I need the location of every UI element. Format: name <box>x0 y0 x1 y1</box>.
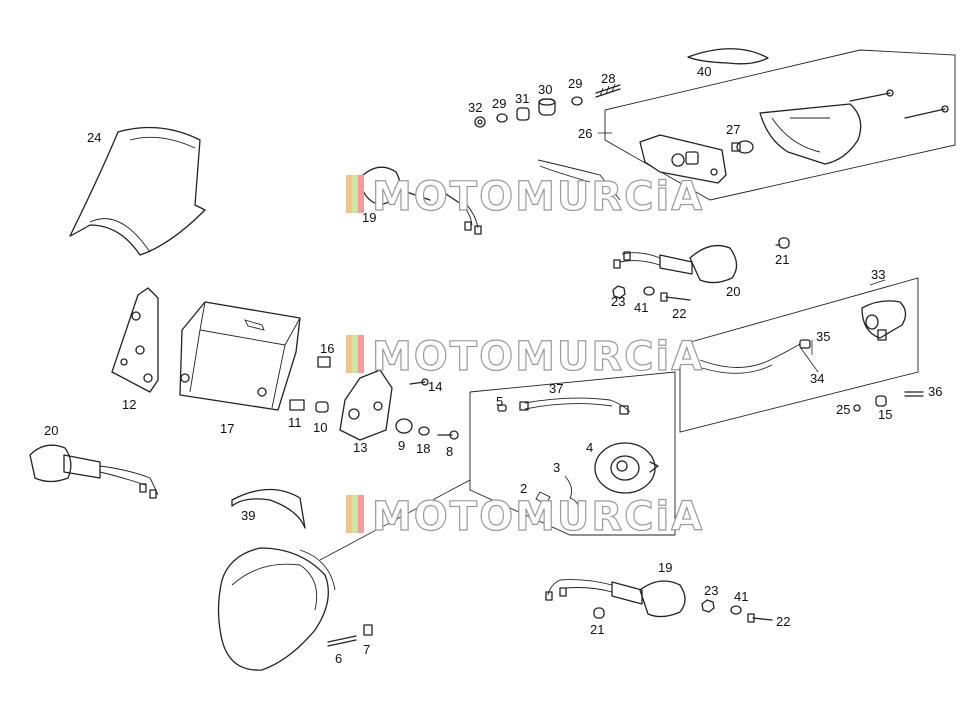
callout-32: 32 <box>468 100 482 115</box>
part-13-headlight-bracket <box>339 369 393 441</box>
callout-20: 20 <box>726 284 740 299</box>
callout-31: 31 <box>515 91 529 106</box>
callout-12: 12 <box>122 397 136 412</box>
callout-16: 16 <box>320 341 334 356</box>
headlight-housing <box>217 547 336 671</box>
callout-11: 11 <box>288 415 302 430</box>
callout-21: 21 <box>775 252 789 267</box>
part-39-trim-ring <box>231 488 306 529</box>
headlight-subassembly-frame <box>319 371 676 561</box>
callout-22: 22 <box>776 614 790 629</box>
callout-25: 25 <box>836 402 850 417</box>
callout-39: 39 <box>241 508 255 523</box>
callout-30: 30 <box>538 82 552 97</box>
callout-14: 14 <box>428 379 442 394</box>
part-20-indicator-right <box>613 244 738 284</box>
callout-24: 24 <box>87 130 101 145</box>
part-37-cable <box>497 397 631 415</box>
watermark-upper: MOTOMURCiA <box>346 173 704 221</box>
callout-29: 29 <box>568 76 582 91</box>
part-34-35-wire <box>699 339 819 374</box>
part-21-bulb-upper <box>775 237 790 249</box>
callout-10: 10 <box>313 420 327 435</box>
callout-7: 7 <box>363 642 370 657</box>
callout-20: 20 <box>44 423 58 438</box>
part-40-lens-cover <box>687 48 769 65</box>
part-4-reflector <box>594 442 659 494</box>
watermark-text: MOTOMURCiA <box>372 334 704 380</box>
watermark-text: MOTOMURCiA <box>372 174 704 220</box>
callout-2: 2 <box>520 481 527 496</box>
hardware-lower <box>593 599 773 623</box>
callout-26: 26 <box>578 126 592 141</box>
part-27-bulb <box>731 140 754 154</box>
hardware-23-41-22-upper <box>612 285 691 302</box>
callout-4: 4 <box>586 440 593 455</box>
callout-40: 40 <box>697 64 711 79</box>
callout-17: 17 <box>220 421 234 436</box>
callout-37: 37 <box>549 381 563 396</box>
callout-41: 41 <box>734 589 748 604</box>
tail-light-assembly-frame <box>598 49 956 201</box>
callout-5: 5 <box>496 394 503 409</box>
part-12-bracket <box>111 287 159 393</box>
callout-29: 29 <box>492 96 506 111</box>
callout-28: 28 <box>601 71 615 86</box>
callout-labels: 40 28 30 29 29 31 32 26 27 24 19 21 20 2… <box>44 64 942 666</box>
leader-lines <box>811 279 886 355</box>
hardware-32-28 <box>474 83 621 128</box>
hardware-25-15-36 <box>853 391 924 412</box>
callout-21: 21 <box>590 622 604 637</box>
callout-23: 23 <box>704 583 718 598</box>
part-20-indicator-left <box>29 444 159 499</box>
callout-35: 35 <box>816 329 830 344</box>
hardware-16-14-11-10 <box>289 356 429 413</box>
part-19-indicator-lower <box>545 579 686 618</box>
part-17-instrument-box <box>179 301 301 411</box>
part-24-windscreen <box>69 126 206 256</box>
callout-33: 33 <box>871 267 885 282</box>
tail-light-wiring <box>537 159 621 201</box>
tail-light-lens <box>759 89 949 165</box>
parts-6-7-spring-clip <box>327 624 373 647</box>
callout-34: 34 <box>810 371 824 386</box>
callout-6: 6 <box>335 651 342 666</box>
callout-41: 41 <box>634 300 648 315</box>
hardware-9-18-8 <box>395 418 459 440</box>
license-light-frame <box>679 277 919 433</box>
callout-9: 9 <box>398 438 405 453</box>
part-26-tail-light-base <box>639 134 727 184</box>
parts-3-2-spring-clip <box>535 475 579 511</box>
callout-13: 13 <box>353 440 367 455</box>
callout-18: 18 <box>416 441 430 456</box>
callout-22: 22 <box>672 306 686 321</box>
callout-8: 8 <box>446 444 453 459</box>
callout-36: 36 <box>928 384 942 399</box>
callout-19: 19 <box>362 210 376 225</box>
callout-19: 19 <box>658 560 672 575</box>
watermark-lower: MOTOMURCiA <box>346 493 704 541</box>
watermark-middle: MOTOMURCiA <box>346 333 704 381</box>
callout-27: 27 <box>726 122 740 137</box>
watermark-text: MOTOMURCiA <box>372 494 704 540</box>
part-19-indicator-upper <box>359 166 482 235</box>
callout-15: 15 <box>878 407 892 422</box>
callout-23: 23 <box>611 294 625 309</box>
callout-3: 3 <box>553 460 560 475</box>
